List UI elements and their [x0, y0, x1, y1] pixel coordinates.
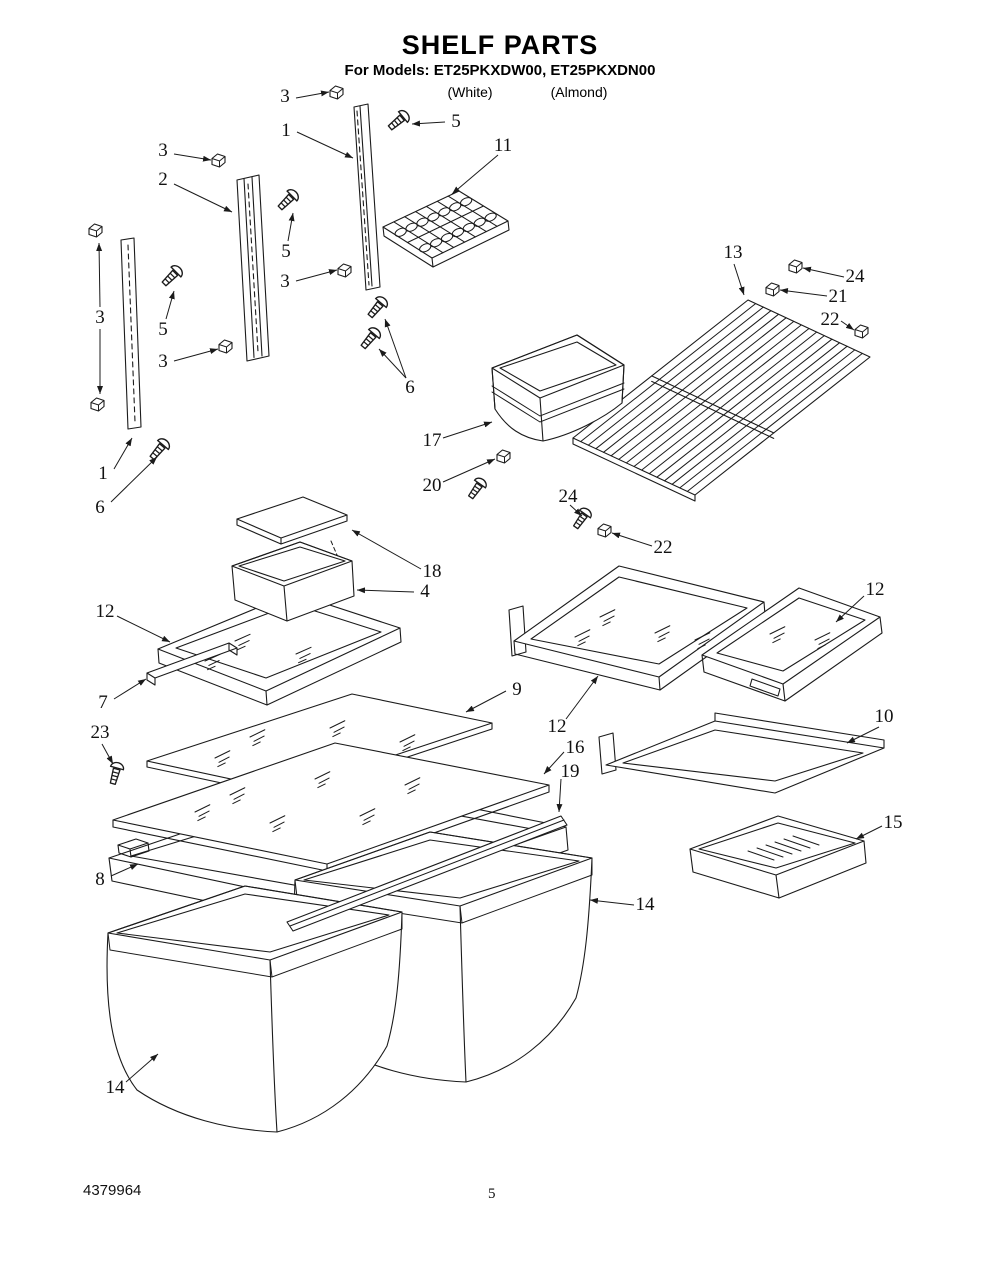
part-callout-22: 22 [653, 537, 673, 558]
part-5-screw [158, 262, 186, 290]
part-3-clip [90, 397, 105, 412]
part-7-trim [146, 642, 238, 686]
part-callout-12: 12 [865, 579, 885, 600]
document-number: 4379964 [83, 1182, 142, 1199]
part-6-screw [357, 324, 384, 353]
leader-lines [96, 90, 883, 1083]
part-callout-23: 23 [90, 722, 110, 743]
part-callout-18: 18 [422, 561, 442, 582]
part-callout-12: 12 [547, 716, 567, 737]
part-callout-10: 10 [874, 706, 894, 727]
part-callout-1: 1 [98, 463, 108, 484]
part-1-left-rail [88, 223, 186, 464]
part-callout-19: 19 [560, 761, 580, 782]
part-callout-17: 17 [422, 430, 442, 451]
part-3-clip [337, 263, 352, 278]
part-callout-14: 14 [105, 1077, 125, 1098]
variant-almond-label: (Almond) [550, 84, 608, 100]
part-callout-24: 24 [558, 486, 578, 507]
models-line: For Models: ET25PKXDW00, ET25PKXDN00 [344, 62, 656, 79]
part-callout-9: 9 [512, 679, 522, 700]
part-3-clip [211, 153, 226, 168]
part-1-right-rail [329, 85, 413, 353]
part-12-shelf-middle [508, 565, 766, 691]
part-callout-5: 5 [158, 319, 168, 340]
page-title: SHELF PARTS [401, 30, 599, 60]
part-24-screw [569, 505, 595, 532]
part-4-container [231, 541, 355, 622]
part-callout-5: 5 [451, 111, 461, 132]
page-number: 5 [488, 1186, 496, 1202]
variant-white-label: (White) [447, 84, 493, 100]
part-callout-13: 13 [723, 242, 743, 263]
part-callout-16: 16 [565, 737, 585, 758]
part-24-clip [788, 259, 803, 274]
part-callout-21: 21 [828, 286, 848, 307]
part-13-wire-shelf [572, 299, 871, 502]
part-callout-3: 3 [280, 271, 290, 292]
part-3-clip [218, 339, 233, 354]
part-20-clip [496, 449, 511, 464]
part-callout-6: 6 [405, 377, 415, 398]
part-22-clip [854, 324, 869, 339]
part-17-basket [491, 334, 625, 442]
part-14-crisper-left [106, 885, 403, 1133]
part-callout-20: 20 [422, 475, 442, 496]
part-callout-14: 14 [635, 894, 655, 915]
part-6-screw [364, 293, 391, 322]
part-11-ice-tray [382, 190, 510, 268]
part-5-screw [384, 107, 413, 134]
part-5-screw [274, 186, 302, 214]
part-12-shelf-right [701, 587, 883, 702]
part-callout-8: 8 [95, 869, 105, 890]
part-callout-3: 3 [158, 351, 168, 372]
part-6-screw [146, 435, 173, 464]
part-callout-6: 6 [95, 497, 105, 518]
part-19-trim [286, 815, 568, 932]
part-callout-12: 12 [95, 601, 115, 622]
part-callout-4: 4 [420, 581, 430, 602]
part-callout-7: 7 [98, 692, 108, 713]
part-22-clip [597, 523, 612, 538]
part-callout-5: 5 [281, 241, 291, 262]
part-24-screw [464, 475, 490, 502]
part-callout-3: 3 [158, 140, 168, 161]
part-callout-15: 15 [883, 812, 903, 833]
part-callout-11: 11 [493, 135, 513, 156]
part-15-pan [689, 815, 867, 899]
part-3-clip [88, 223, 103, 238]
part-2-center-rail [211, 153, 302, 362]
part-callout-22: 22 [820, 309, 840, 330]
part-callout-1: 1 [281, 120, 291, 141]
part-21-clip [765, 282, 780, 297]
part-23-screw [105, 760, 126, 787]
part-callout-3: 3 [95, 307, 105, 328]
part-10-shelf-frame [598, 712, 885, 794]
part-callout-3: 3 [280, 86, 290, 107]
part-3-clip [329, 85, 344, 100]
part-callout-2: 2 [158, 169, 168, 190]
part-callout-24: 24 [845, 266, 865, 287]
part-12-shelf-left [157, 592, 402, 706]
